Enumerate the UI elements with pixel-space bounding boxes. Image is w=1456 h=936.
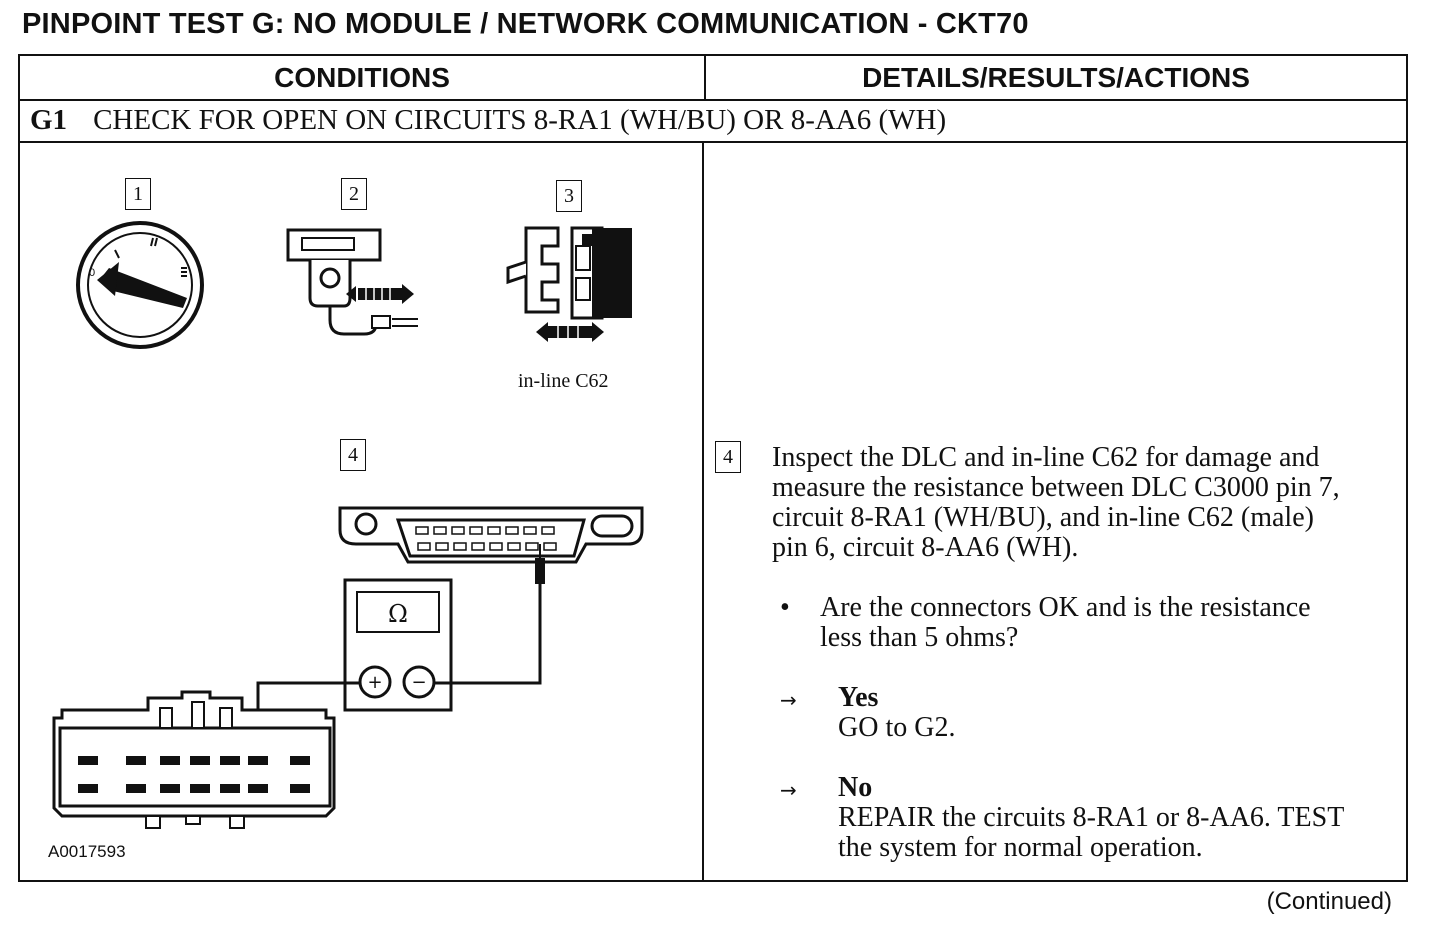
- no-label: No: [838, 772, 873, 803]
- dlc-connector-icon: [338, 506, 644, 564]
- instruction-line: circuit 8-RA1 (WH/BU), and in-line C62 (…: [772, 502, 1314, 533]
- ignition-switch-icon: 0: [76, 221, 204, 349]
- instruction-line: measure the resistance between DLC C3000…: [772, 472, 1340, 503]
- details-callout: 4: [715, 441, 741, 473]
- question-line: less than 5 ohms?: [820, 622, 1019, 653]
- instruction-text: Inspect the DLC and in-line C62 for dama…: [772, 443, 1340, 563]
- question-text: Are the connectors OK and is the resista…: [820, 593, 1311, 653]
- continued-note: (Continued): [1266, 888, 1392, 915]
- no-branch: No REPAIR the circuits 8-RA1 or 8-AA6. T…: [838, 773, 1344, 863]
- no-arrow-icon: →: [780, 778, 797, 802]
- instruction-line: Inspect the DLC and in-line C62 for dama…: [772, 442, 1320, 473]
- step-divider: [20, 141, 1406, 143]
- question-line: Are the connectors OK and is the resista…: [820, 592, 1311, 623]
- conditions-header: CONDITIONS: [274, 62, 450, 93]
- details-header: DETAILS/RESULTS/ACTIONS: [862, 62, 1250, 93]
- pinpoint-test-table: CONDITIONS DETAILS/RESULTS/ACTIONS G1 CHE…: [18, 54, 1408, 882]
- meter-plus-terminal: +: [367, 672, 382, 693]
- ohm-symbol: Ω: [388, 600, 408, 628]
- body-column-divider: [702, 141, 704, 882]
- battery-cable-icon: [286, 228, 418, 336]
- c62-male-connector-icon: [52, 690, 336, 829]
- yes-label: Yes: [838, 682, 879, 713]
- step-id: G1: [30, 104, 68, 136]
- no-action-line: the system for normal operation.: [838, 832, 1203, 863]
- connector-caption: in-line C62: [518, 370, 609, 392]
- page-title: PINPOINT TEST G: NO MODULE / NETWORK COM…: [22, 8, 1029, 40]
- no-action-line: REPAIR the circuits 8-RA1 or 8-AA6. TEST: [838, 802, 1345, 833]
- figure-id: A0017593: [48, 842, 126, 861]
- yes-action: GO to G2.: [838, 712, 956, 743]
- question-bullet: •: [780, 592, 790, 623]
- inline-connector-icon: [506, 226, 632, 342]
- callout-4: 4: [340, 439, 366, 471]
- ignition-pos-0: 0: [89, 267, 95, 279]
- header-divider: [20, 99, 1406, 101]
- step-heading: CHECK FOR OPEN ON CIRCUITS 8-RA1 (WH/BU)…: [93, 104, 947, 136]
- step-row: G1 CHECK FOR OPEN ON CIRCUITS 8-RA1 (WH/B…: [30, 104, 946, 137]
- callout-1: 1: [125, 178, 151, 210]
- callout-3: 3: [556, 180, 582, 212]
- instruction-line: pin 6, circuit 8-AA6 (WH).: [772, 532, 1079, 563]
- header-column-divider: [704, 56, 706, 99]
- yes-branch: Yes GO to G2.: [838, 683, 955, 743]
- meter-minus-terminal: −: [411, 672, 426, 693]
- yes-arrow-icon: →: [780, 688, 797, 712]
- callout-2: 2: [341, 178, 367, 210]
- ohmmeter-icon: Ω + −: [343, 578, 453, 712]
